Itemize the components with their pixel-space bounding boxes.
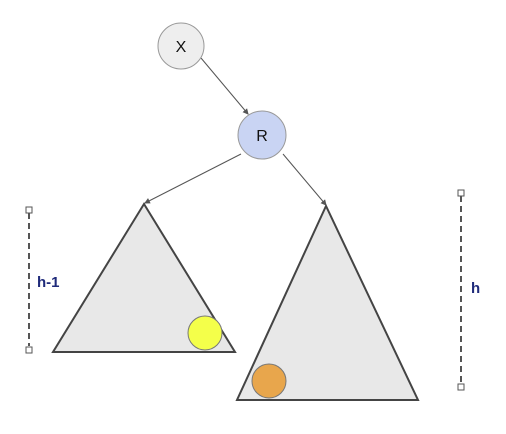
right-subtree-triangle	[235, 203, 420, 401]
left-height-label: h-1	[37, 274, 60, 291]
node-x-label: X	[176, 39, 187, 56]
right-height-indicator: h	[457, 189, 480, 391]
edge-r-to-left-subtree	[144, 153, 242, 204]
node-r: R	[237, 110, 287, 160]
right-height-label: h	[471, 280, 480, 297]
edge-x-to-r	[200, 57, 249, 115]
left-height-indicator: h-1	[25, 206, 60, 354]
edge-r-to-right-subtree	[282, 153, 327, 206]
node-r-label: R	[256, 128, 268, 145]
left-subtree	[51, 202, 237, 353]
right-height-bottom-handle	[457, 383, 465, 391]
right-subtree-marker	[251, 363, 287, 399]
node-r-circle	[237, 110, 287, 160]
right-subtree	[235, 203, 420, 401]
left-subtree-marker	[187, 315, 223, 351]
node-x: X	[157, 22, 205, 70]
left-height-top-handle	[25, 206, 33, 214]
right-height-top-handle	[457, 189, 465, 197]
node-x-circle	[157, 22, 205, 70]
left-height-bottom-handle	[25, 346, 33, 354]
left-subtree-triangle	[51, 202, 237, 353]
